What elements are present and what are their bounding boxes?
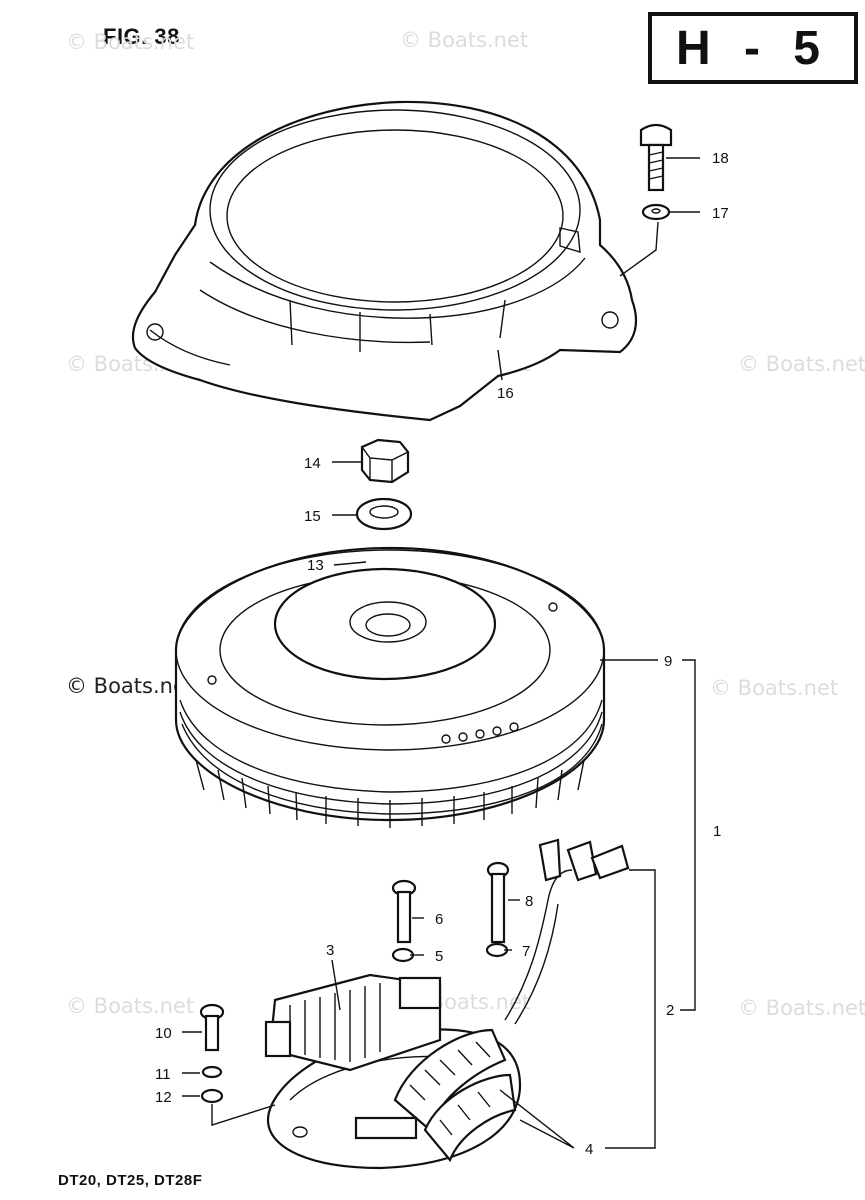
watermark: © Boats.net <box>66 994 195 1018</box>
flywheel[interactable] <box>174 546 606 828</box>
flywheel-cover[interactable] <box>131 100 638 422</box>
watermark: © Boats.net <box>710 676 839 700</box>
coil-bolt[interactable] <box>486 861 510 944</box>
callout-2: 2 <box>666 1002 674 1019</box>
page-code-box: H - 5 <box>648 12 858 84</box>
charge-coil[interactable] <box>264 973 442 1072</box>
figure-title: FIG. 38 <box>103 24 180 49</box>
watermark: © Boats.net <box>66 674 195 698</box>
callout-7: 7 <box>522 943 530 960</box>
callout-17: 17 <box>712 205 729 222</box>
lock-washer[interactable] <box>201 1065 223 1079</box>
callout-18: 18 <box>712 150 729 167</box>
watermark: © Boats.net <box>738 352 865 376</box>
pulser-coil[interactable] <box>354 1028 517 1163</box>
callout-12: 12 <box>155 1089 172 1106</box>
callout-13: 13 <box>307 557 324 574</box>
watermark: © Boats.net <box>738 996 865 1020</box>
plain-washer[interactable] <box>200 1088 224 1104</box>
callout-9: 9 <box>664 653 672 670</box>
callout-5: 5 <box>435 948 443 965</box>
cover-bolt[interactable] <box>639 123 673 192</box>
callout-10: 10 <box>155 1025 172 1042</box>
callout-4: 4 <box>585 1141 593 1158</box>
stator-bolt[interactable] <box>391 879 417 944</box>
callout-15: 15 <box>304 508 321 525</box>
watermark: © Boats.net <box>66 30 195 54</box>
callout-8: 8 <box>525 893 533 910</box>
cover-washer[interactable] <box>641 203 671 221</box>
flywheel-nut[interactable] <box>360 438 410 484</box>
model-list: DT20, DT25, DT28F <box>58 1172 203 1189</box>
watermark: © Boats.net <box>400 28 529 52</box>
flywheel-washer[interactable] <box>355 497 413 531</box>
callout-16: 16 <box>497 385 514 402</box>
callout-6: 6 <box>435 911 443 928</box>
callout-3: 3 <box>326 942 334 959</box>
leader-lines <box>182 157 700 1149</box>
callout-11: 11 <box>155 1066 171 1083</box>
base-screw[interactable] <box>199 1003 225 1052</box>
callout-14: 14 <box>304 455 321 472</box>
page-code: H - 5 <box>675 21 830 75</box>
callout-1: 1 <box>713 823 721 840</box>
